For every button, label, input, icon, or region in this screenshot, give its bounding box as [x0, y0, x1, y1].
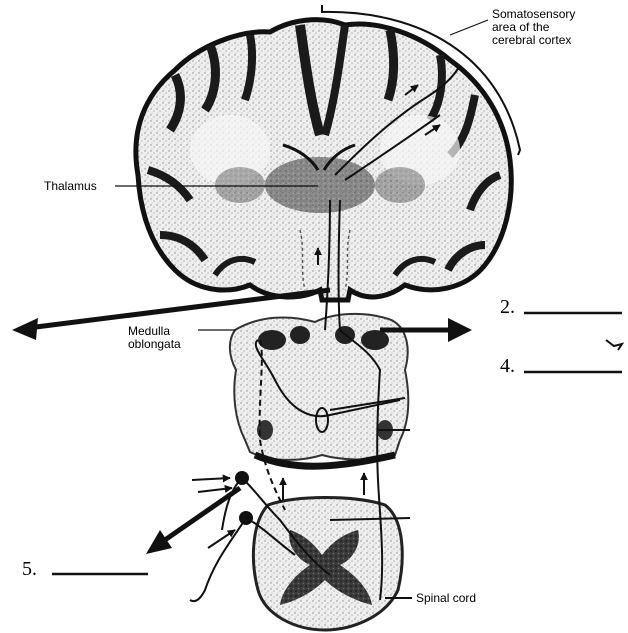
ganglion-cell-lower [239, 511, 253, 525]
brain-section [136, 20, 511, 300]
pen-mark [606, 340, 622, 350]
medulla-section [230, 314, 408, 466]
somatosensory-label: Somatosensory area of the cerebral corte… [492, 8, 575, 47]
blank-5-number: 5. [22, 558, 37, 580]
medulla-label: Medulla oblongata [128, 325, 181, 351]
spinal-cord-label: Spinal cord [416, 592, 476, 605]
blank-2-number: 2. [500, 296, 515, 318]
somatosensory-leader [450, 20, 488, 35]
blank-4-number: 4. [500, 355, 515, 377]
thalamus-label: Thalamus [44, 180, 97, 193]
thalamus-region [265, 157, 375, 213]
ganglion-cell-upper [235, 471, 249, 485]
